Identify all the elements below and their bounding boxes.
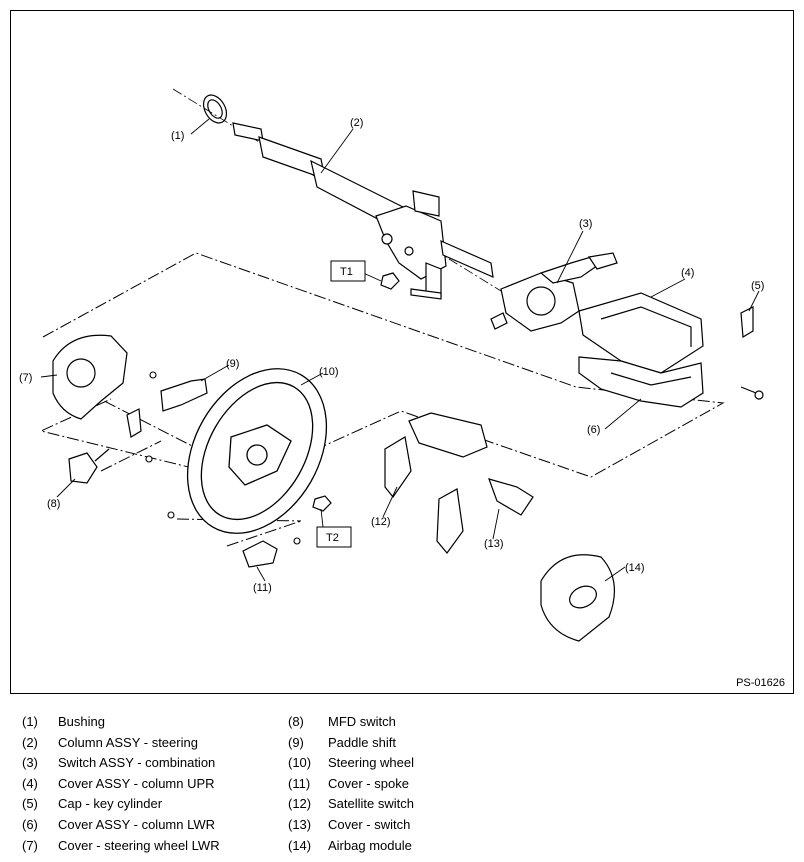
legend-number: (9) (288, 734, 304, 750)
callout-10: (10) (319, 366, 339, 378)
callout-12: (12) (371, 516, 391, 528)
airbag-module-part (540, 554, 615, 642)
legend-label: Airbag module (328, 837, 412, 853)
legend-label: Cover - steering wheel LWR (58, 837, 220, 853)
callout-3: (3) (579, 218, 592, 230)
callout-1: (1) (171, 130, 184, 142)
legend-number: (10) (288, 755, 312, 771)
legend-label: Cap - key cylinder (58, 796, 163, 812)
legend-item: (8) MFD switch (288, 712, 414, 733)
legend-item: (3) Switch ASSY - combination (22, 753, 220, 774)
legend-number: (14) (288, 837, 312, 853)
legend-label: Column ASSY - steering (58, 734, 198, 750)
legend-item: (14) Airbag module (288, 836, 414, 857)
legend-number: (3) (22, 755, 38, 771)
t2-nut-part (312, 495, 332, 512)
callout-4: (4) (681, 267, 694, 279)
key-cylinder-cap-part (740, 306, 754, 339)
legend-number: (13) (288, 816, 312, 832)
legend-item: (1) Bushing (22, 712, 220, 733)
legend-number: (1) (22, 714, 38, 729)
legend-number: (7) (22, 837, 38, 853)
legend-label: MFD switch (328, 714, 396, 729)
paddle-shift-part (126, 378, 208, 438)
callout-6: (6) (587, 424, 600, 436)
figure-id: PS-01626 (736, 677, 785, 689)
legend-number: (8) (288, 714, 304, 729)
legend-label: Cover ASSY - column LWR (58, 816, 216, 832)
callout-13: (13) (484, 538, 504, 550)
small-screws (145, 371, 301, 545)
legend-label: Bushing (58, 714, 105, 729)
exploded-diagram: (1) (2) (3) (4) (5) (6) (7) (8) (9) (10)… (19, 88, 764, 642)
legend-item: (12) Satellite switch (288, 794, 414, 815)
legend-label: Cover ASSY - column UPR (58, 775, 215, 791)
switch-cover-part (488, 478, 534, 516)
legend-number: (5) (22, 796, 38, 812)
legend-left-column: (1) Bushing (2) Column ASSY - steering (3)… (22, 712, 220, 856)
screw-part (740, 386, 764, 400)
combination-switch-part (490, 252, 618, 332)
callout-7: (7) (19, 372, 32, 384)
callout-11: (11) (253, 582, 272, 594)
torque-label-t2-text: T2 (326, 532, 339, 544)
callout-5: (5) (751, 280, 764, 292)
column-upper-cover-part (578, 292, 704, 374)
legend-number: (4) (22, 775, 38, 791)
legend-item: (7) Cover - steering wheel LWR (22, 836, 220, 857)
diagram-frame: (1) (2) (3) (4) (5) (6) (7) (8) (9) (10)… (10, 10, 794, 694)
torque-label-t1: T1 (330, 260, 366, 282)
callout-2: (2) (350, 117, 363, 129)
legend-item: (5) Cap - key cylinder (22, 794, 220, 815)
legend-label: Cover - spoke (328, 775, 409, 791)
spoke-cover-part (242, 540, 278, 568)
legend-number: (2) (22, 734, 38, 750)
callout-labels: (1) (2) (3) (4) (5) (6) (7) (8) (9) (10)… (19, 117, 764, 594)
callout-8: (8) (47, 498, 60, 510)
t1-nut-part (380, 272, 400, 290)
legend-item: (2) Column ASSY - steering (22, 733, 220, 754)
steering-wheel-part (186, 368, 328, 534)
legend-right-column: (8) MFD switch (9) Paddle shift (10) Steeri… (288, 712, 414, 856)
legend-item: (11) Cover - spoke (288, 774, 414, 795)
steering-column-part (232, 122, 494, 300)
callout-14: (14) (625, 562, 645, 574)
group-boundary-lines (39, 252, 725, 547)
legend-item: (4) Cover ASSY - column UPR (22, 774, 220, 795)
legend-label: Paddle shift (328, 734, 396, 750)
legend-item: (9) Paddle shift (288, 733, 414, 754)
mfd-switch-part (68, 448, 110, 484)
legend-number: (6) (22, 816, 38, 832)
legend-label: Steering wheel (328, 755, 414, 771)
legend-label: Cover - switch (328, 816, 411, 832)
satellite-switch-part (384, 412, 488, 554)
steering-wheel-lower-cover-part (52, 334, 128, 420)
legend-number: (11) (288, 775, 311, 791)
legend-item: (13) Cover - switch (288, 815, 414, 836)
legend-label: Switch ASSY - combination (58, 755, 216, 771)
bushing-part (202, 94, 228, 124)
torque-label-t1-text: T1 (340, 266, 353, 278)
legend-item: (10) Steering wheel (288, 753, 414, 774)
callout-9: (9) (226, 358, 239, 370)
legend-number: (12) (288, 796, 312, 812)
legend-item: (6) Cover ASSY - column LWR (22, 815, 220, 836)
torque-label-t2: T2 (316, 526, 352, 548)
column-lower-cover-part (578, 356, 704, 408)
legend-label: Satellite switch (328, 796, 414, 812)
